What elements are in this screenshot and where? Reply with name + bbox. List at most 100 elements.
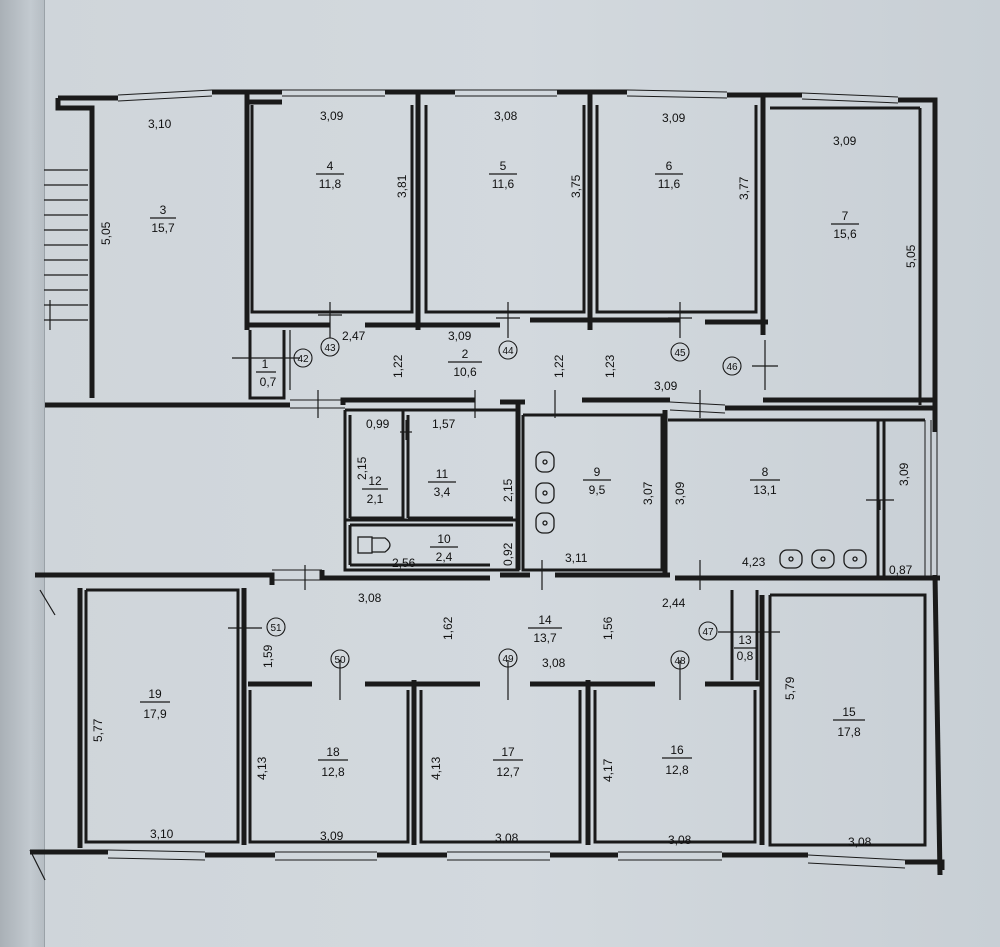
axis-marker: 50 — [334, 655, 346, 666]
room-19-number: 19 — [148, 687, 162, 701]
dim-label: 3,10 — [148, 117, 172, 131]
dim-label: 3,07 — [641, 481, 655, 505]
dim-label: 5,77 — [91, 718, 105, 742]
room-2-area: 10,6 — [453, 365, 477, 379]
dim-label: 4,13 — [255, 756, 269, 780]
dim-label: 3,09 — [448, 329, 472, 343]
dim-label: 5,05 — [904, 244, 918, 268]
room-5-number: 5 — [500, 159, 507, 173]
dim-label: 5,79 — [783, 676, 797, 700]
dim-label: 3,10 — [150, 827, 174, 841]
room-14-area: 13,7 — [533, 631, 557, 645]
dim-label: 1,22 — [391, 354, 405, 378]
room-5-area: 11,6 — [492, 177, 515, 191]
dim-label: 3,09 — [320, 829, 344, 843]
room-3-area: 15,7 — [151, 221, 175, 235]
room-17-area: 12,7 — [496, 765, 520, 779]
room-1-number: 1 — [262, 357, 269, 371]
room-9-area: 9,5 — [589, 483, 606, 497]
dim-label: 3,81 — [395, 174, 409, 198]
room-18-number: 18 — [326, 745, 340, 759]
room-15-area: 17,8 — [837, 725, 861, 739]
axis-markers: 42 43 44 45 46 47 48 49 50 51 — [266, 337, 742, 670]
room-1-area: 0,7 — [260, 375, 277, 389]
dim-label: 3,09 — [833, 134, 857, 148]
dimension-labels: 3,10 3,09 3,08 3,09 3,09 5,05 3,81 3,75 … — [91, 109, 918, 849]
dim-label: 1,56 — [601, 616, 615, 640]
dim-label: 3,09 — [673, 481, 687, 505]
room-4-area: 11,8 — [319, 177, 342, 191]
dim-label: 4,13 — [429, 756, 443, 780]
room-9-number: 9 — [594, 465, 601, 479]
sanitary-fixtures — [357, 451, 867, 569]
dim-label: 2,47 — [342, 329, 366, 343]
room-6-number: 6 — [666, 159, 673, 173]
walls — [30, 89, 945, 876]
dim-label: 3,08 — [495, 831, 519, 845]
room-15-number: 15 — [842, 705, 856, 719]
room-19-area: 17,9 — [143, 707, 167, 721]
room-12-number: 12 — [368, 474, 382, 488]
room-12-area: 2,1 — [367, 492, 384, 506]
dim-label: 1,57 — [432, 417, 456, 431]
room-2-number: 2 — [462, 347, 469, 361]
dim-label: 4,23 — [742, 555, 766, 569]
axis-marker: 44 — [502, 346, 514, 357]
room-17-number: 17 — [501, 745, 515, 759]
dim-label: 3,09 — [662, 111, 686, 125]
room-13-area: 0,8 — [737, 649, 754, 663]
dim-label: 1,22 — [552, 354, 566, 378]
dim-label: 0,92 — [501, 542, 515, 566]
room-8-area: 13,1 — [753, 483, 777, 497]
room-13-number: 13 — [738, 633, 752, 647]
dim-label: 0,87 — [889, 563, 913, 577]
dim-label: 1,59 — [261, 644, 275, 668]
room-10-area: 2,4 — [436, 550, 453, 564]
room-4-number: 4 — [327, 159, 334, 173]
axis-marker: 48 — [674, 656, 686, 667]
axis-marker: 42 — [297, 354, 309, 365]
dim-label: 2,15 — [501, 478, 515, 502]
room-10-number: 10 — [437, 532, 451, 546]
dim-label: 2,56 — [392, 556, 416, 570]
room-labels: 3 15,7 4 11,8 5 11,6 6 11,6 7 15,6 1 0,7… — [140, 159, 865, 779]
dim-label: 2,44 — [662, 596, 686, 610]
dim-label: 1,62 — [441, 616, 455, 640]
room-16-area: 12,8 — [665, 763, 689, 777]
axis-marker: 51 — [270, 623, 282, 634]
axis-marker: 45 — [674, 348, 686, 359]
axis-marker: 46 — [726, 362, 738, 373]
room-16-number: 16 — [670, 743, 684, 757]
dim-label: 3,77 — [737, 176, 751, 200]
dim-label: 4,17 — [601, 758, 615, 782]
dim-label: 5,05 — [99, 221, 113, 245]
dim-label: 3,09 — [654, 379, 678, 393]
room-11-number: 11 — [436, 467, 449, 481]
dim-label: 1,23 — [603, 354, 617, 378]
dim-label: 0,99 — [366, 417, 390, 431]
dim-label: 3,11 — [565, 551, 588, 565]
room-3-number: 3 — [160, 203, 167, 217]
dim-label: 2,15 — [355, 456, 369, 480]
document-binding-edge — [0, 0, 45, 947]
dim-label: 3,08 — [668, 833, 692, 847]
dim-label: 3,09 — [320, 109, 344, 123]
room-7-number: 7 — [842, 209, 849, 223]
dim-label: 3,09 — [897, 462, 911, 486]
room-11-area: 3,4 — [434, 485, 451, 499]
staircase — [29, 169, 88, 881]
dim-label: 3,08 — [848, 835, 872, 849]
dim-label: 3,08 — [494, 109, 518, 123]
axis-marker: 47 — [702, 627, 714, 638]
room-7-area: 15,6 — [833, 227, 857, 241]
dim-label: 3,75 — [569, 174, 583, 198]
room-14-number: 14 — [538, 613, 552, 627]
room-6-area: 11,6 — [658, 177, 681, 191]
dim-label: 3,08 — [358, 591, 382, 605]
room-8-number: 8 — [762, 465, 769, 479]
axis-marker: 43 — [324, 343, 336, 354]
room-18-area: 12,8 — [321, 765, 345, 779]
dim-label: 3,08 — [542, 656, 566, 670]
